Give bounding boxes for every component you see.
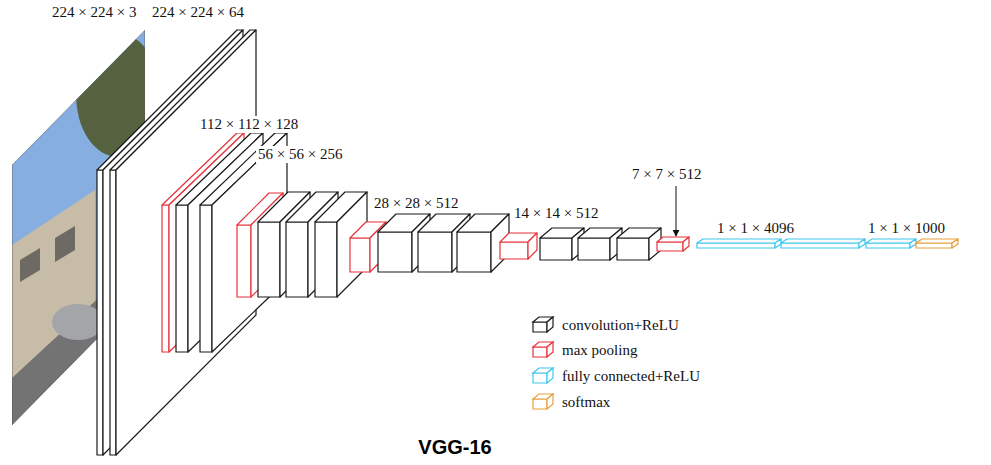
layer-blocks bbox=[97, 30, 958, 455]
legend-row: max pooling bbox=[530, 339, 637, 361]
label-slot: 1 × 1 × 4096 bbox=[715, 220, 796, 237]
dimension-label: 1 × 1 × 1000 bbox=[866, 220, 947, 237]
conv-layer-block bbox=[617, 228, 661, 260]
conv-layer-block bbox=[578, 228, 622, 260]
block-face bbox=[578, 238, 610, 260]
swatch-face bbox=[533, 399, 547, 409]
legend-text: softmax bbox=[562, 394, 610, 411]
block-face bbox=[286, 222, 308, 297]
block-face bbox=[418, 232, 452, 272]
label-slot: 224 × 224 × 3 bbox=[50, 4, 138, 21]
block-face bbox=[617, 238, 649, 260]
block-face bbox=[162, 205, 169, 352]
legend-row: fully connected+ReLU bbox=[530, 365, 700, 387]
photo-car bbox=[52, 304, 104, 340]
dimension-label: 28 × 28 × 512 bbox=[372, 195, 460, 212]
legend-text: convolution+ReLU bbox=[562, 317, 679, 334]
dimension-label: 14 × 14 × 512 bbox=[512, 205, 600, 222]
label-slot: 28 × 28 × 512 bbox=[372, 195, 460, 212]
dimension-label: 224 × 224 × 64 bbox=[150, 4, 246, 21]
legend-text: fully connected+ReLU bbox=[562, 368, 700, 385]
block-face bbox=[528, 233, 537, 259]
label-slot: 112 × 112 × 128 bbox=[198, 116, 300, 133]
block-face bbox=[781, 239, 865, 243]
fc-layer-block bbox=[866, 239, 916, 248]
pooling-layer-block bbox=[500, 233, 537, 259]
label-slot: 56 × 56 × 256 bbox=[256, 146, 344, 163]
label-slot: 224 × 224 × 64 bbox=[150, 4, 246, 21]
block-face bbox=[781, 243, 859, 248]
softmax-layer-block bbox=[916, 239, 958, 248]
legend-row: softmax bbox=[530, 391, 610, 413]
block-face bbox=[910, 239, 916, 248]
block-face bbox=[97, 170, 103, 455]
block-face bbox=[212, 133, 287, 352]
caption: VGG-16 bbox=[0, 436, 910, 459]
block-face bbox=[457, 232, 491, 272]
block-face bbox=[683, 237, 689, 251]
caption-slot: VGG-16 bbox=[0, 436, 910, 459]
block-face bbox=[952, 239, 958, 248]
swatch-face bbox=[547, 317, 553, 332]
legend-row: convolution+ReLU bbox=[530, 314, 679, 336]
dimension-label: 224 × 224 × 3 bbox=[50, 4, 138, 21]
swatch-face bbox=[547, 368, 553, 383]
block-face bbox=[697, 243, 775, 248]
block-face bbox=[859, 239, 865, 248]
label-slot: 7 × 7 × 512 bbox=[630, 166, 703, 183]
block-face bbox=[200, 205, 212, 352]
block-face bbox=[378, 232, 412, 272]
legend-swatch-canvas bbox=[530, 315, 558, 335]
label-slot: 1 × 1 × 1000 bbox=[866, 220, 947, 237]
legend-swatch bbox=[533, 317, 553, 332]
swatch-face bbox=[547, 342, 553, 357]
conv-layer-block bbox=[200, 133, 287, 352]
legend-swatch bbox=[533, 342, 553, 357]
pooling-layer-block bbox=[657, 237, 689, 251]
block-face bbox=[916, 239, 958, 243]
fc-layer-block bbox=[781, 239, 865, 248]
dimension-label: 56 × 56 × 256 bbox=[256, 146, 344, 163]
block-face bbox=[110, 170, 116, 455]
dimension-label: 1 × 1 × 4096 bbox=[715, 220, 796, 237]
photo-window bbox=[20, 248, 40, 282]
legend-swatch-canvas bbox=[530, 340, 558, 360]
legend-swatch bbox=[533, 368, 553, 383]
block-face bbox=[237, 225, 251, 297]
fc-layer-block bbox=[697, 239, 781, 248]
block-face bbox=[258, 222, 280, 297]
label-slot: 14 × 14 × 512 bbox=[512, 205, 600, 222]
legend-swatch-canvas bbox=[530, 392, 558, 412]
block-face bbox=[657, 242, 683, 251]
swatch-face bbox=[547, 394, 553, 409]
photo-window bbox=[55, 226, 75, 262]
block-face bbox=[697, 239, 781, 243]
swatch-face bbox=[533, 347, 547, 357]
swatch-face bbox=[533, 322, 547, 332]
block-face bbox=[866, 243, 910, 248]
legend-text: max pooling bbox=[562, 342, 637, 359]
block-face bbox=[500, 242, 528, 259]
dimension-label: 7 × 7 × 512 bbox=[630, 166, 703, 183]
block-face bbox=[350, 238, 370, 272]
block-face bbox=[540, 238, 572, 260]
block-face bbox=[775, 239, 781, 248]
block-face bbox=[866, 239, 916, 243]
legend-swatch bbox=[533, 394, 553, 409]
leader-arrow bbox=[676, 186, 677, 236]
block-face bbox=[176, 205, 188, 352]
block-face bbox=[916, 243, 952, 248]
dimension-label: 112 × 112 × 128 bbox=[198, 116, 300, 133]
legend-swatch-canvas bbox=[530, 366, 558, 386]
block-face bbox=[315, 222, 337, 297]
swatch-face bbox=[533, 373, 547, 383]
